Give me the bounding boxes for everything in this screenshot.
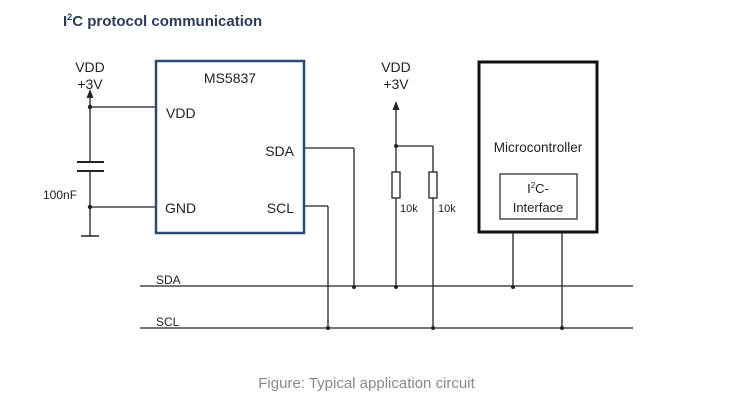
bus-scl-label: SCL [156,315,180,329]
figure-caption: Figure: Typical application circuit [258,375,475,392]
sensor-name: MS5837 [204,70,256,86]
pin-sda-label: SDA [265,143,294,159]
left-supply-voltage: +3V [77,76,103,92]
resistor-2-value: 10k [438,203,456,215]
microcontroller-box [477,60,599,234]
i2c-interface-label-line1: I2C- [527,181,549,196]
right-supply-voltage: +3V [383,76,409,92]
microcontroller-label: Microcontroller [494,140,583,155]
pin-gnd-label: GND [165,200,196,216]
right-supply-arrow-icon [392,101,400,110]
resistor-2 [428,171,438,199]
resistor-1-value: 10k [400,203,418,215]
i2c-interface-label-line2: Interface [513,200,564,215]
bus-sda-label: SDA [156,273,181,287]
right-supply-label: VDD [381,59,411,75]
left-supply-arrow-icon [86,89,94,98]
pin-vdd-label: VDD [166,105,196,121]
left-supply-label: VDD [75,59,105,75]
capacitor-value: 100nF [43,188,77,202]
pin-scl-label: SCL [267,200,294,216]
resistor-1 [391,171,401,199]
diagram-title: I2C protocol communication [63,12,263,30]
sensor-chip-box [154,59,306,235]
i2c-interface-box [499,173,578,220]
